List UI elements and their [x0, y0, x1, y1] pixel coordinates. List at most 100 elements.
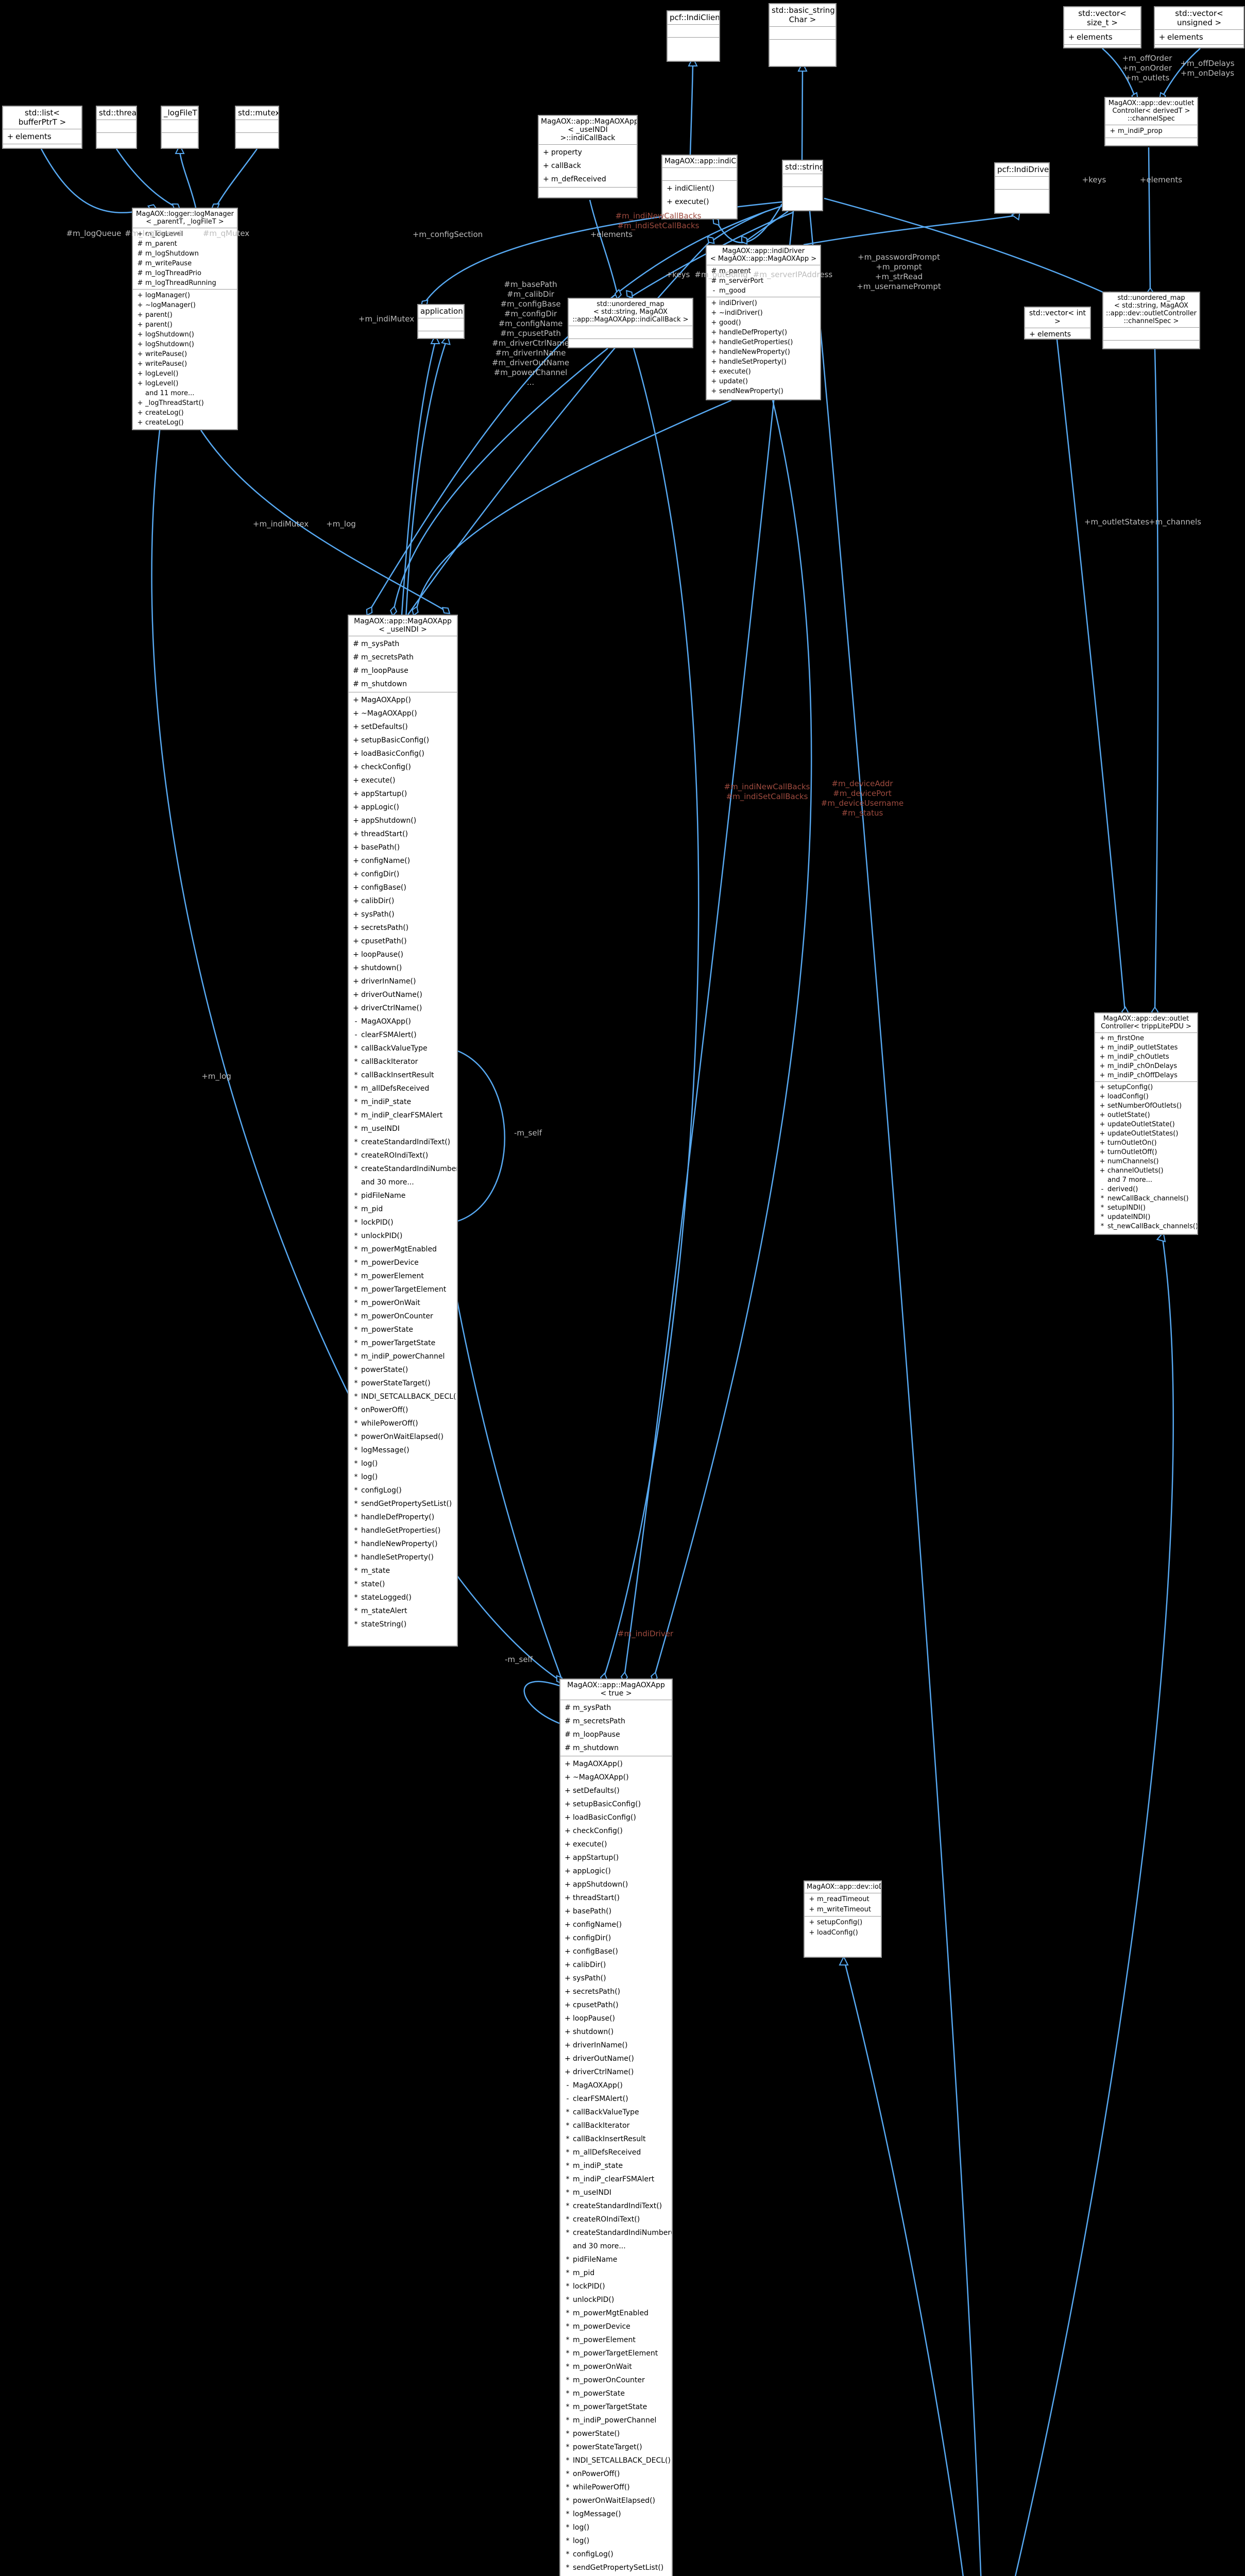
class-node-outletcontroller-channelspec[interactable]: MagAOX::app::dev::outlet Controller< der… [1104, 97, 1198, 146]
member-row: *m_powerDevice [351, 1256, 455, 1269]
visibility-marker: + [565, 1840, 571, 1849]
class-title: MagAOX::app::indiClient [664, 157, 737, 165]
class-node-std-string[interactable]: std::string [782, 160, 823, 211]
member-name: sysPath() [361, 910, 395, 919]
relation-edge [1102, 48, 1136, 97]
member-row: +checkConfig() [351, 760, 455, 774]
class-node-indidriver-magaoxapp[interactable]: MagAOX::app::indiDriver < MagAOX::app::M… [706, 245, 821, 400]
member-name: execute() [361, 776, 396, 785]
visibility-marker: + [353, 817, 359, 825]
class-title: MagAOX::app::MagAOXApp < _useINDI > [354, 617, 452, 634]
member-name: loadConfig() [817, 1929, 858, 1937]
class-node-magaoxapp-useindi[interactable]: MagAOX::app::MagAOXApp < _useINDI >#m_sy… [348, 615, 458, 1647]
visibility-marker: + [353, 857, 359, 865]
member-name: m_logLevel [145, 230, 183, 238]
class-title: std::basic_string< Char > [772, 6, 837, 24]
class-node-pcf-indiclient[interactable]: pcf::IndiClient [667, 10, 720, 62]
member-row: +loadBasicConfig() [351, 747, 455, 760]
member-row: *m_powerTargetElement [351, 1283, 455, 1296]
visibility-marker: + [565, 1947, 571, 1956]
member-row: *m_powerDevice [562, 2320, 670, 2333]
class-node-logfilet[interactable]: _logFileT [161, 106, 199, 149]
member-row: +threadStart() [351, 827, 455, 841]
class-node-umap-indicallback[interactable]: std::unordered_map < std::string, MagAOX… [568, 298, 693, 348]
member-name: ~MagAOXApp() [573, 1773, 629, 1782]
member-name: MagAOXApp() [361, 696, 411, 704]
member-row: +m_writeTimeout [807, 1905, 879, 1915]
member-row: -clearFSMAlert() [562, 2092, 670, 2106]
class-node-pcf-indidriver[interactable]: pcf::IndiDriver [994, 162, 1050, 214]
class-node-logmanager[interactable]: MagAOX::logger::logManager < _parentT, _… [132, 208, 238, 430]
member-name: property [551, 148, 582, 157]
attributes-section [97, 120, 136, 132]
class-node-std-basic-string[interactable]: std::basic_string< Char > [769, 3, 837, 67]
member-row: *createStandardIndiText() [562, 2199, 670, 2213]
class-node-outletcontroller-tripplitepdu[interactable]: MagAOX::app::dev::outlet Controller< tri… [1094, 1012, 1198, 1235]
visibility-marker: + [711, 348, 717, 356]
class-node-magaox-app-indiclient[interactable]: MagAOX::app::indiClient+indiClient()+exe… [661, 155, 738, 219]
class-title: std::mutex [238, 108, 279, 117]
visibility-marker: * [354, 1058, 358, 1066]
member-name: shutdown() [361, 964, 402, 972]
member-name: writePause() [145, 360, 187, 368]
class-node-application[interactable]: application [417, 304, 465, 339]
member-name: good() [719, 319, 741, 327]
class-node-std-mutex[interactable]: std::mutex [235, 106, 279, 149]
class-node-std-vector-size-t[interactable]: std::vector< size_t >+elements [1063, 6, 1141, 48]
visibility-marker: + [565, 2014, 571, 2023]
member-row: -MagAOXApp() [562, 2079, 670, 2092]
member-row: +loopPause() [351, 948, 455, 961]
member-name: callBackIterator [361, 1058, 418, 1066]
member-name: m_parent [719, 267, 751, 275]
member-name: m_powerDevice [361, 1259, 419, 1267]
edge-label: +m_log [201, 1072, 231, 1081]
class-title: std::unordered_map < std::string, MagAOX… [1106, 294, 1197, 325]
class-node-magaoxapp-true[interactable]: MagAOX::app::MagAOXApp < true >#m_sysPat… [559, 1679, 673, 2576]
member-name: configName() [361, 857, 411, 865]
member-name: powerOnWaitElapsed() [573, 2497, 655, 2505]
visibility-marker: # [353, 653, 359, 662]
visibility-marker: * [354, 1419, 358, 1428]
visibility-marker: + [137, 370, 143, 378]
visibility-marker: * [566, 2456, 570, 2465]
member-row: *handleNewProperty() [351, 1537, 455, 1551]
member-name: m_shutdown [361, 680, 407, 688]
member-name: appStartup() [361, 790, 407, 798]
member-name: lockPID() [573, 2282, 605, 2291]
attributes-section [995, 176, 1049, 189]
class-node-std-thread[interactable]: std::thread [96, 106, 137, 149]
member-row: +writePause() [135, 359, 235, 369]
member-name: configBase() [361, 884, 406, 892]
member-name: onPowerOff() [573, 2470, 620, 2478]
inheritance-triangle-icon [430, 334, 440, 344]
member-name: setupConfig() [817, 1919, 863, 1926]
member-row: +secretsPath() [562, 1985, 670, 1998]
methods-section [97, 132, 136, 145]
member-name: logShutdown() [145, 341, 194, 348]
member-name: m_powerMgtEnabled [361, 1245, 437, 1253]
visibility-marker: + [1099, 1035, 1105, 1042]
edge-label: +m_indiMutex [252, 519, 309, 529]
class-title: std::vector< unsigned > [1175, 9, 1223, 27]
member-row: #m_shutdown [351, 677, 455, 691]
edge-label: +elements [590, 230, 633, 239]
member-row: *handleSetProperty() [351, 1551, 455, 1564]
member-row: *sendGetPropertySetList() [562, 2561, 670, 2574]
member-name: configName() [573, 1921, 622, 1929]
visibility-marker: + [353, 776, 359, 785]
class-node-dev-iodevice[interactable]: MagAOX::app::dev::ioDevice+m_readTimeout… [804, 1880, 882, 1958]
visibility-marker: # [137, 250, 143, 258]
class-node-std-list-bufferptrt[interactable]: std::list< bufferPtrT >+elements [2, 106, 82, 149]
visibility-marker: # [137, 279, 143, 287]
class-node-std-vector-int[interactable]: std::vector< int >+elements [1024, 307, 1091, 340]
member-name: loopPause() [361, 951, 404, 959]
visibility-marker: - [354, 1031, 357, 1039]
relation-edge [824, 197, 1109, 296]
member-row: *m_powerTargetState [351, 1336, 455, 1350]
class-node-magaoxapp-indicallback[interactable]: MagAOX::app::MagAOXApp < _useINDI >::ind… [538, 115, 638, 198]
member-row: #m_secretsPath [351, 651, 455, 664]
member-row: *m_useINDI [562, 2186, 670, 2199]
class-node-umap-channelspec[interactable]: std::unordered_map < std::string, MagAOX… [1102, 292, 1200, 349]
class-node-std-vector-unsigned[interactable]: std::vector< unsigned >+elements [1154, 6, 1244, 48]
member-name: turnOutletOff() [1107, 1148, 1157, 1156]
